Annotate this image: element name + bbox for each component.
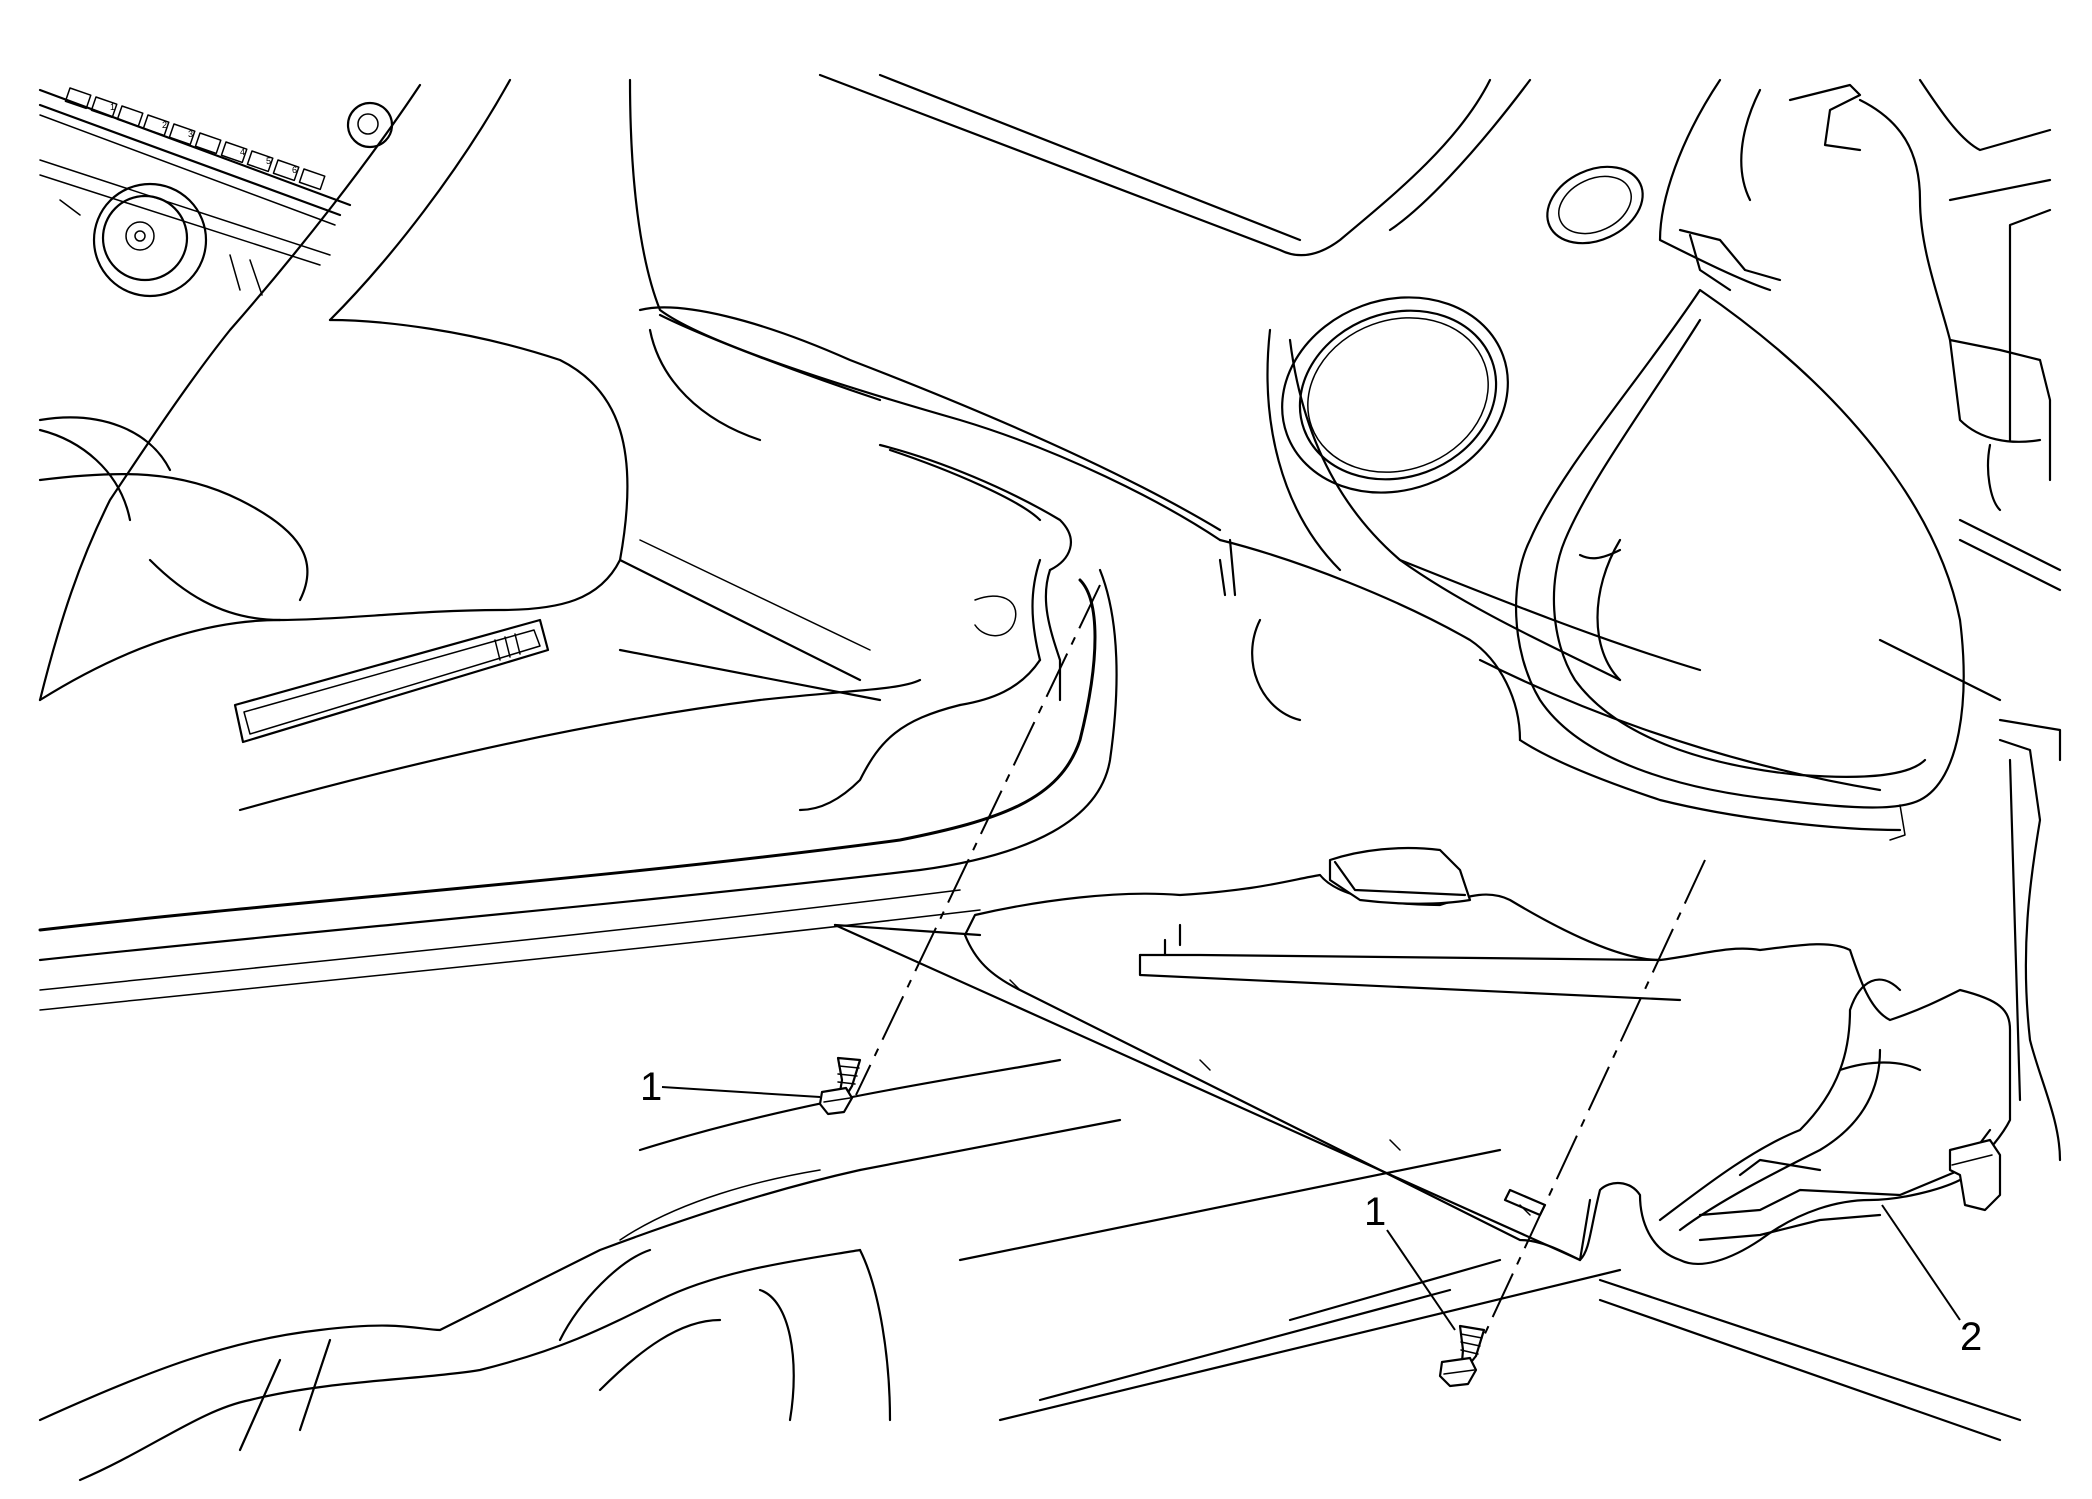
tune-knob — [346, 101, 394, 149]
preset-label-3: 3 — [188, 129, 193, 139]
dash-top — [818, 73, 1532, 742]
preset-label-1: 1 — [110, 102, 115, 112]
preset-label-6: 6 — [292, 165, 297, 175]
door-hinge-area — [1658, 78, 2062, 1162]
volume-knob — [92, 182, 208, 298]
fastener-1-lower — [1438, 859, 1706, 1388]
callout-fastener-lower: 1 — [1364, 1190, 1386, 1234]
trim-badge — [233, 618, 550, 744]
preset-label-5: 5 — [266, 156, 271, 166]
right-kick-panel — [1251, 328, 1902, 832]
closeout-panel — [833, 846, 2012, 1265]
a-pillar-trim — [38, 78, 871, 702]
callout-panel: 2 — [1960, 1315, 1982, 1359]
side-vent — [1546, 165, 1644, 245]
door-sill — [38, 416, 1118, 1011]
speaker-grille — [1281, 296, 1509, 494]
callout-fastener-upper: 1 — [640, 1065, 662, 1109]
radio-head-unit: 1 2 3 4 5 6 — [38, 87, 394, 298]
leader-lines — [661, 1086, 1961, 1331]
preset-label-2: 2 — [162, 120, 167, 130]
preset-label-4: 4 — [240, 147, 245, 157]
fastener-1-upper — [818, 584, 1101, 1116]
floor-contours — [38, 1058, 2022, 1482]
right-triangle-trim — [1514, 288, 1965, 841]
instrument-panel-lower — [618, 78, 1222, 812]
